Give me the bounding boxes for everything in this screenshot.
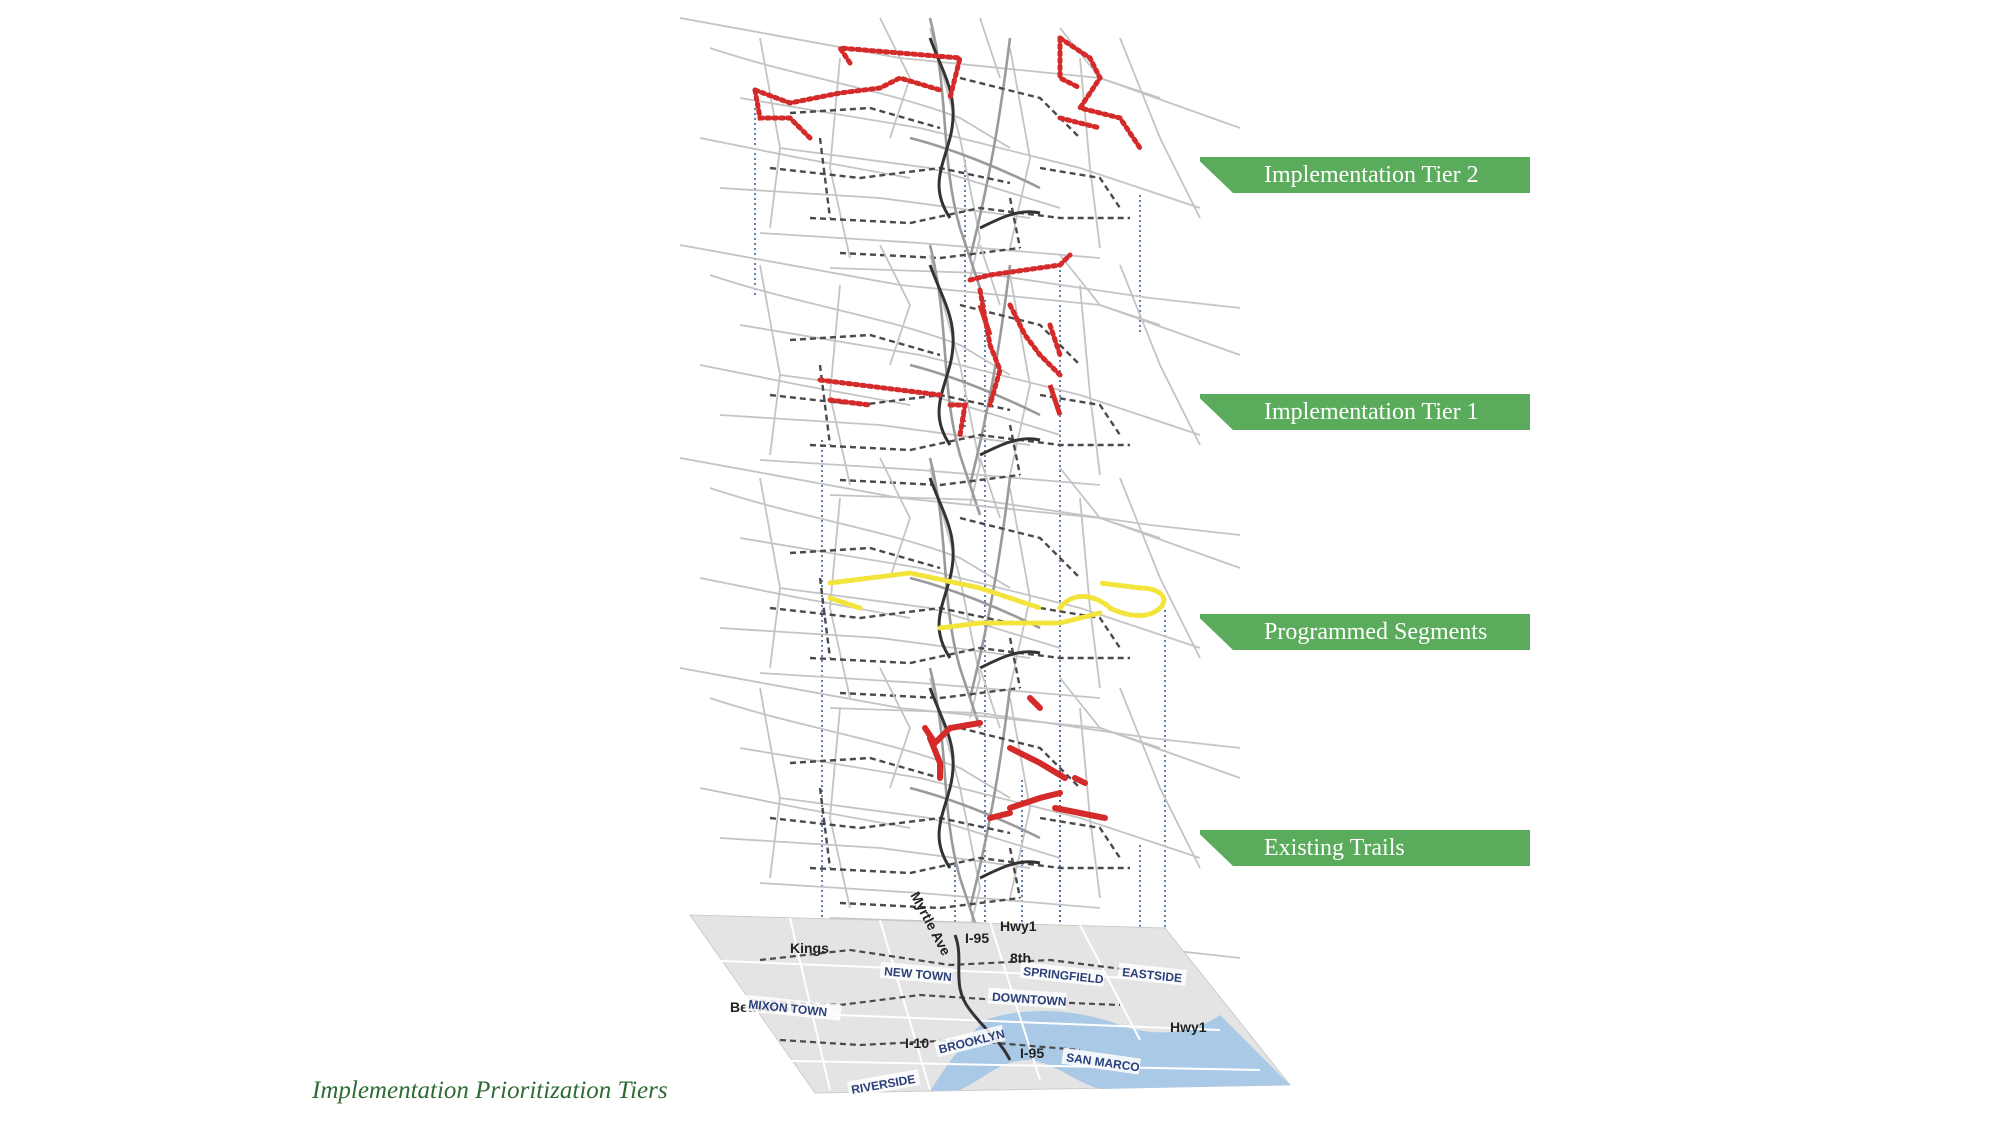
neighborhood-eastside: EASTSIDE bbox=[1117, 962, 1187, 986]
water-body bbox=[930, 1010, 1290, 1091]
street-label-i10: I-10 bbox=[905, 1035, 929, 1051]
layer-existing-map bbox=[678, 666, 1242, 960]
street-label-8th: 8th bbox=[1010, 950, 1031, 966]
street-label-i95-south: I-95 bbox=[1020, 1045, 1044, 1061]
street-label-hwy1-south: Hwy1 bbox=[1170, 1019, 1207, 1035]
layer-tier2-map bbox=[678, 16, 1242, 310]
svg-text:DOWNTOWN: DOWNTOWN bbox=[992, 990, 1067, 1009]
label-implementation-tier-2: Implementation Tier 2 bbox=[1200, 157, 1530, 193]
label-existing-trails: Existing Trails bbox=[1200, 830, 1530, 866]
svg-text:EASTSIDE: EASTSIDE bbox=[1122, 965, 1183, 985]
street-label-kings: Kings bbox=[790, 940, 829, 956]
neighborhood-downtown: DOWNTOWN bbox=[987, 987, 1067, 1009]
street-label-i95-north: I-95 bbox=[965, 930, 989, 946]
neighborhood-newtown: NEW TOWN bbox=[879, 961, 953, 985]
svg-text:NEW TOWN: NEW TOWN bbox=[884, 964, 953, 984]
diagram-caption: Implementation Prioritization Tiers bbox=[312, 1077, 668, 1104]
layer-tier1-map bbox=[678, 243, 1242, 537]
layer-programmed-map bbox=[678, 456, 1242, 750]
street-label-hwy1-north: Hwy1 bbox=[1000, 918, 1037, 934]
label-implementation-tier-1: Implementation Tier 1 bbox=[1200, 394, 1530, 430]
label-programmed-segments: Programmed Segments bbox=[1200, 614, 1530, 650]
base-map bbox=[689, 914, 1292, 1094]
